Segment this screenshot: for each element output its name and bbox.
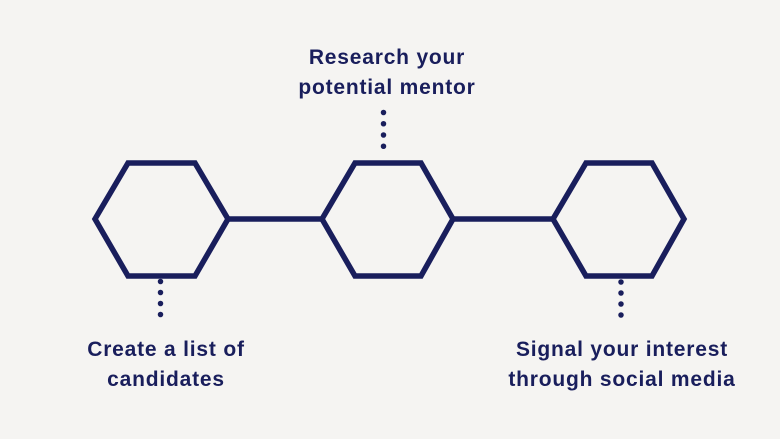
label-line: candidates bbox=[107, 368, 225, 391]
label-line: Create a list of bbox=[87, 338, 245, 361]
label-line: through social media bbox=[508, 368, 736, 391]
label-signal-interest-social-media: Signal your interest through social medi… bbox=[472, 335, 772, 395]
label-research-potential-mentor: Research your potential mentor bbox=[227, 43, 547, 103]
label-line: Research your bbox=[308, 46, 466, 69]
hexagon-right bbox=[549, 160, 688, 279]
hexagon-middle bbox=[318, 160, 457, 279]
hexagon-left bbox=[91, 160, 232, 279]
label-create-list-of-candidates: Create a list of candidates bbox=[36, 335, 296, 395]
label-line: Signal your interest bbox=[515, 338, 729, 361]
label-line: potential mentor bbox=[298, 76, 476, 99]
